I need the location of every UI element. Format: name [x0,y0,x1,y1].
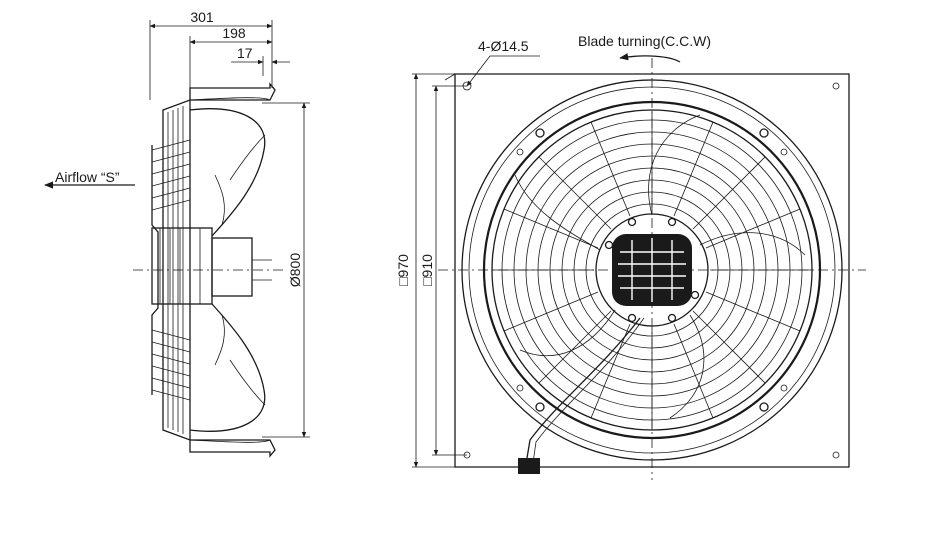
rotation-arrow [619,53,681,63]
blade-bottom [189,303,266,432]
dim-301-label: 301 [190,9,214,25]
motor-body [151,227,213,305]
hub-bolts [604,217,700,323]
dim-17-label: 17 [237,45,253,61]
guard-spokes [492,110,812,430]
dim-910-label: □910 [419,254,435,286]
blade-top [189,108,266,237]
dim-198-label: 198 [222,25,246,41]
holes-leader [466,55,491,87]
ring-bolts [516,128,788,412]
hub-plate [595,213,709,327]
hub [211,237,253,297]
venturi-outer [461,79,843,461]
blade-turning-label: Blade turning(C.C.W) [578,33,711,49]
cable-gland [518,458,540,474]
cable [524,317,641,471]
guard-fins [151,139,191,401]
guard-frame [162,99,191,441]
top-flange [189,82,276,101]
venturi-inner [482,100,822,440]
dim-800-label: Ø800 [287,253,303,287]
dim-970-label: □970 [395,254,411,286]
bottom-flange [189,439,276,458]
airflow-label: Airflow “S” [55,169,120,185]
guard-outline [151,145,159,395]
blade-outlines [514,114,806,419]
front-view: □970 □910 4-Ø14.5 Blade turning(C.C.W) [395,33,866,480]
holes-label: 4-Ø14.5 [478,38,529,54]
mounting-plate [454,73,850,468]
side-view: Airflow “S” 301 198 17 Ø800 [44,9,310,458]
